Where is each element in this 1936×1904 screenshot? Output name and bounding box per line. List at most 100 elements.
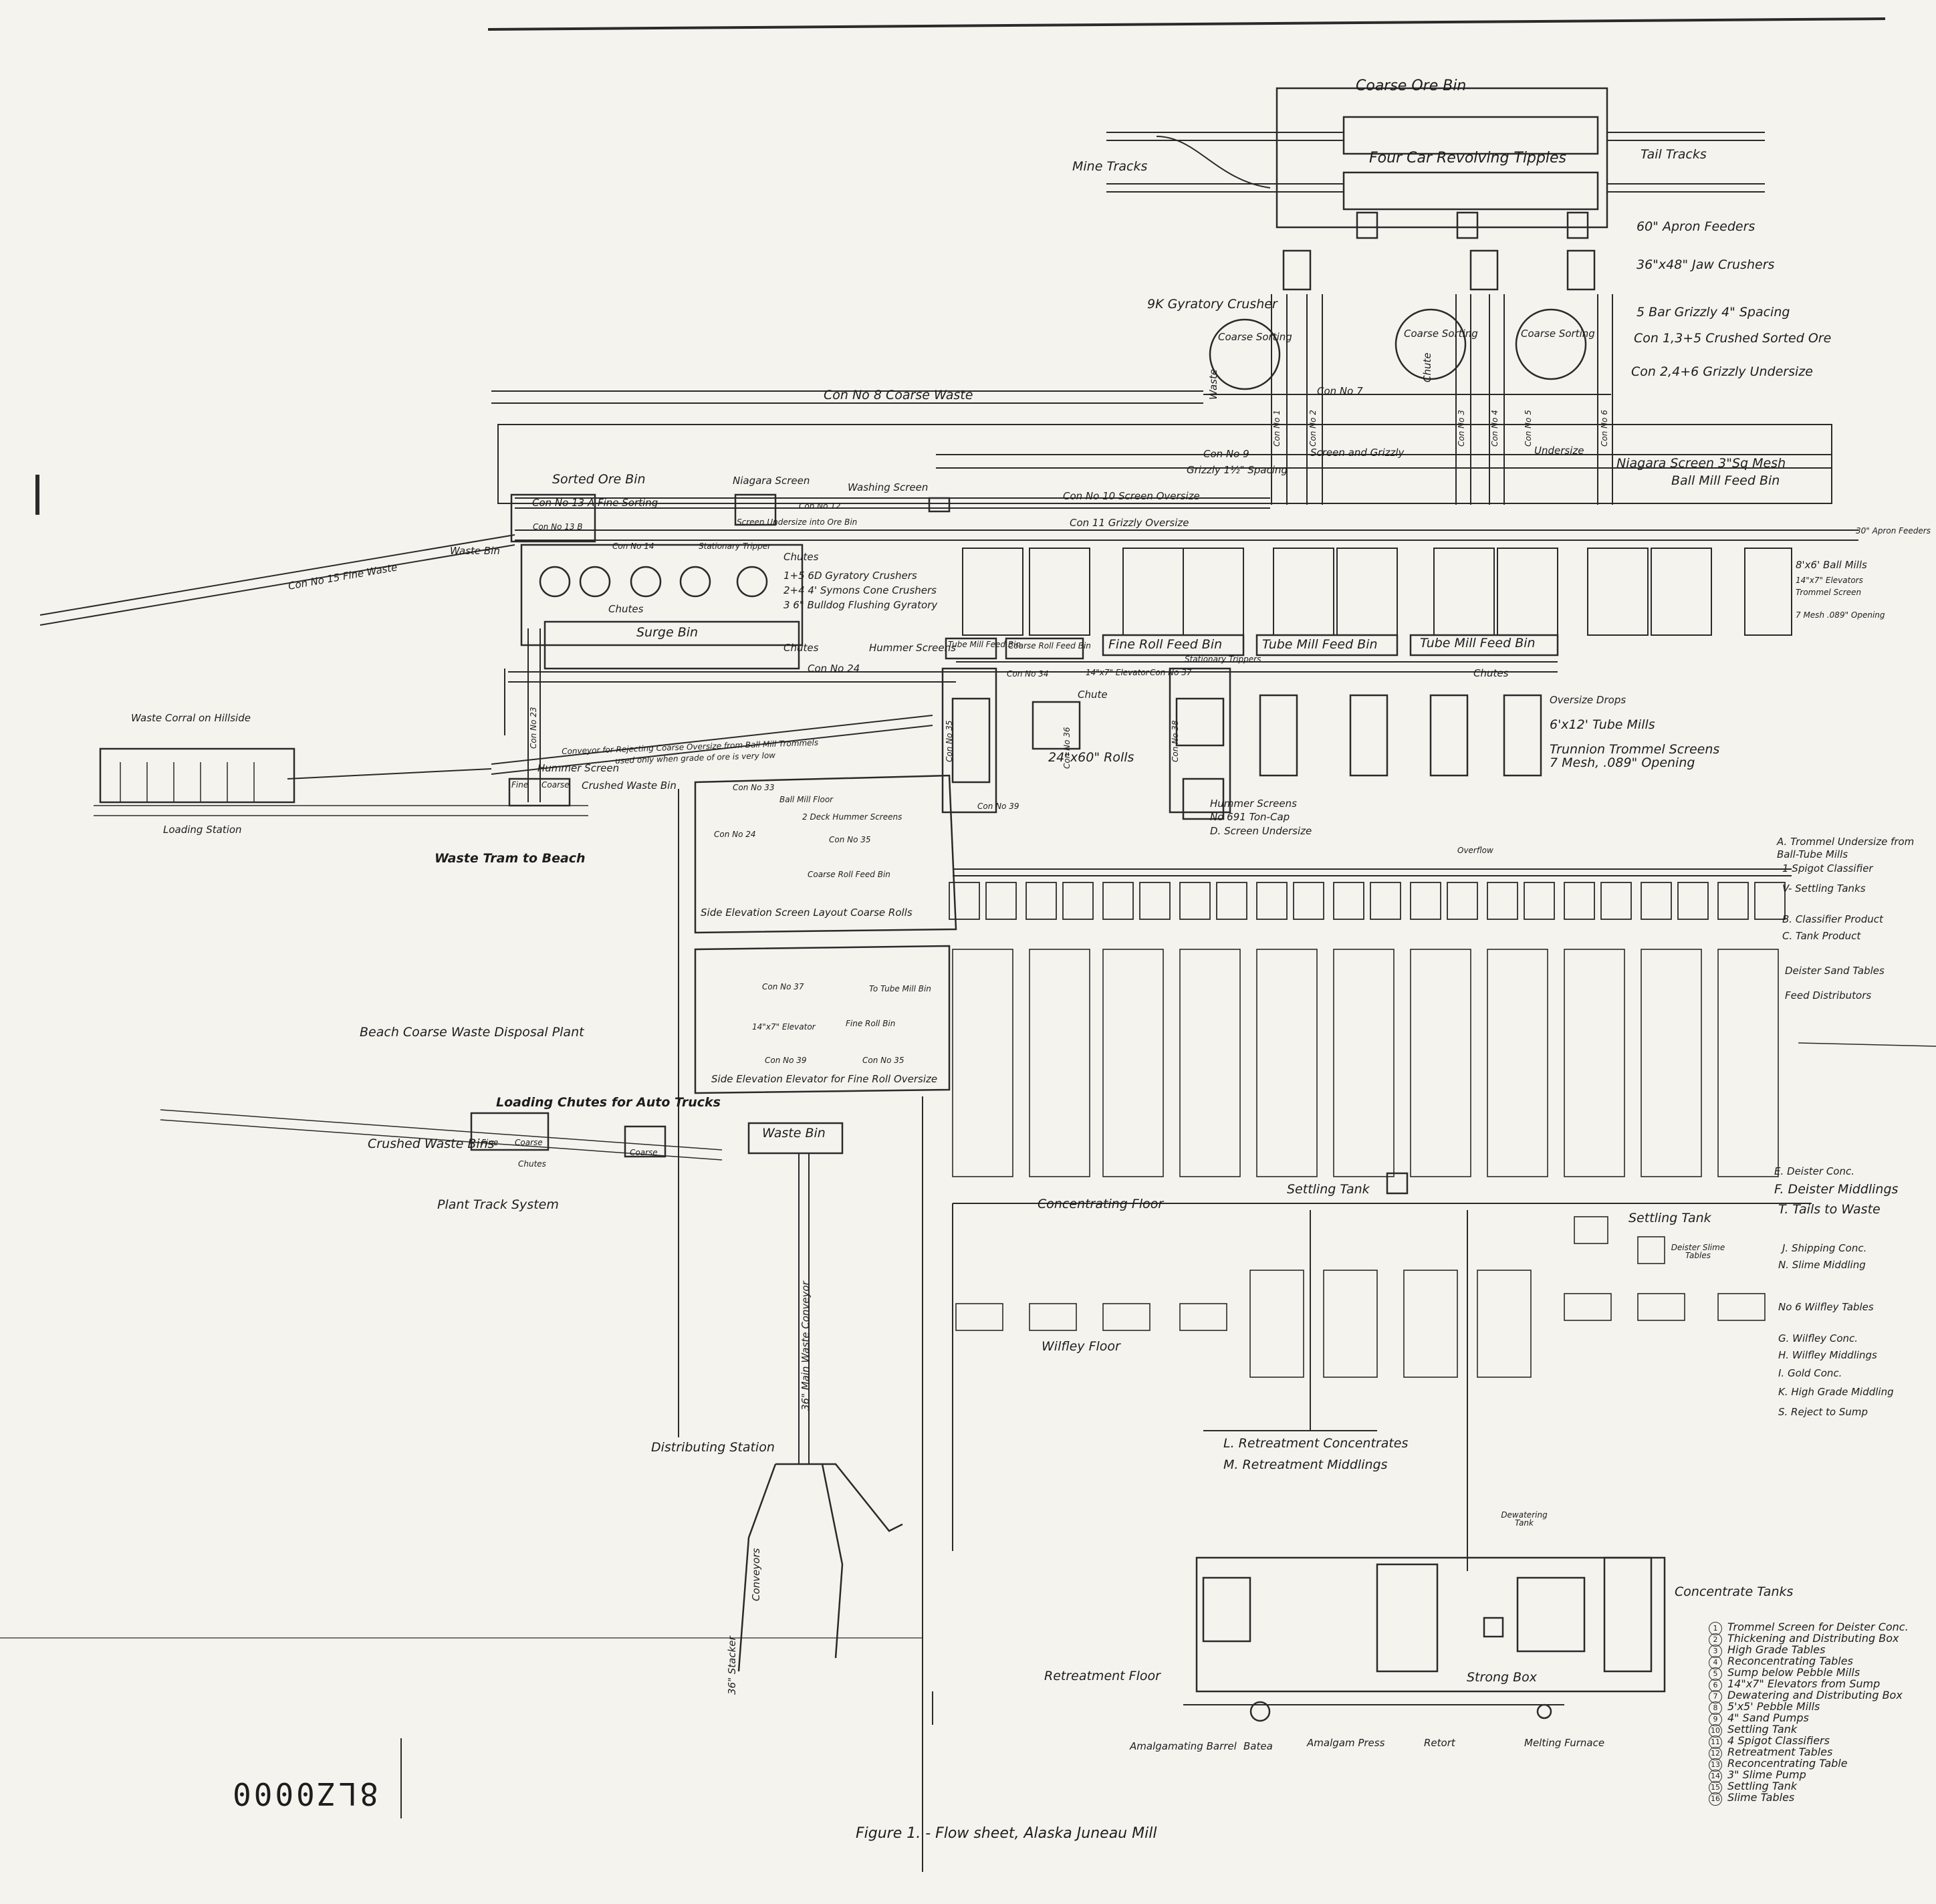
grizzly-spacing-label: Grizzly 1½" Spacing xyxy=(1187,464,1288,476)
a-label: A. Trommel Undersize from Ball-Tube Mill… xyxy=(1777,836,1915,860)
con-no-2: Con No 2 xyxy=(1308,410,1318,447)
trunnion-screens-label: Trunnion Trommel Screens xyxy=(1550,742,1720,757)
n-label: N. Slime Middling xyxy=(1778,1259,1866,1271)
trommel-opening-label: 7 Mesh .089" Opening xyxy=(1796,610,1885,620)
loading-station-label: Loading Station xyxy=(163,824,242,836)
batea-label: Batea xyxy=(1243,1740,1273,1752)
crusher-3-label: 3 6" Bulldog Flushing Gyratory xyxy=(783,599,938,611)
con-no-4: Con No 4 xyxy=(1490,410,1499,447)
surge-bin-label: Surge Bin xyxy=(636,625,699,640)
distributing-station-label: Distributing Station xyxy=(651,1440,775,1455)
con13a-label: Con No 13 A Fine Sorting xyxy=(532,497,658,509)
tube-mill-feed-bin-1: Tube Mill Feed Bin xyxy=(1262,637,1378,652)
undersize-label: Undersize xyxy=(1534,445,1584,457)
waste-bin-label: Waste Bin xyxy=(450,545,500,557)
inset2-label-2: 14"x7" Elevator xyxy=(752,1022,816,1032)
spigot-label: 1 Spigot Classifier xyxy=(1782,862,1873,874)
dewatering-tank-label: Dewatering Tank xyxy=(1501,1510,1548,1528)
concentrate-tanks-label: Concentrate Tanks xyxy=(1675,1584,1794,1599)
inset2-label-0: Con No 37 xyxy=(762,982,804,991)
figure-caption: Figure 1. - Flow sheet, Alaska Juneau Mi… xyxy=(856,1825,1157,1842)
con9-label: Con No 9 xyxy=(1203,448,1249,460)
con8-label: Con No 8 Coarse Waste xyxy=(824,388,973,402)
con11-label: Con 11 Grizzly Oversize xyxy=(1070,517,1189,529)
washing-screen-label: Washing Screen xyxy=(848,481,929,493)
chutes-b: Chutes xyxy=(608,603,644,615)
niagara-screen-label: Niagara Screen xyxy=(733,475,810,487)
con14-label: Con No 14 xyxy=(612,542,654,551)
s-label: S. Reject to Sump xyxy=(1778,1406,1868,1418)
tipples-label: Four Car Revolving Tipples xyxy=(1369,150,1567,166)
inset1-title: Side Elevation Screen Layout Coarse Roll… xyxy=(701,907,913,919)
concentrating-floor-label: Concentrating Floor xyxy=(1038,1197,1164,1211)
tube-mills-label: 6'x12' Tube Mills xyxy=(1550,717,1655,732)
elevators-label: 14"x7" Elevators xyxy=(1796,576,1863,585)
chutes-c: Chutes xyxy=(783,642,819,654)
mine-tracks-label: Mine Tracks xyxy=(1072,159,1148,174)
screen-undersize-label: Screen Undersize into Ore Bin xyxy=(737,517,858,527)
overflow-label: Overflow xyxy=(1457,846,1493,855)
retreatment-floor-label: Retreatment Floor xyxy=(1044,1669,1161,1683)
h-label: H. Wilfley Middlings xyxy=(1778,1349,1877,1361)
crushed-waste-bin-label: Crushed Waste Bin xyxy=(582,780,677,792)
inset2-label-3: Fine Roll Bin xyxy=(846,1019,896,1028)
waste-label: Waste xyxy=(1207,368,1219,400)
jaw-crushers-label: 36"x48" Jaw Crushers xyxy=(1637,257,1775,272)
inset-fine-roll-frame xyxy=(694,945,951,1094)
con12-label: Con No 12 xyxy=(799,501,841,511)
con7-label: Con No 7 xyxy=(1317,385,1363,397)
beach-coarse: Coarse xyxy=(515,1138,543,1147)
rolls-label: 24"x60" Rolls xyxy=(1048,750,1134,765)
inset2-label-5: Con No 35 xyxy=(862,1056,904,1065)
con38-label: Con No 38 xyxy=(1171,720,1180,762)
b-label: B. Classifier Product xyxy=(1782,913,1883,925)
oversize-drops-label: Oversize Drops xyxy=(1550,694,1626,706)
deister-tables xyxy=(952,949,1779,1177)
crusher-2-label: 2+4 4' Symons Cone Crushers xyxy=(783,584,937,596)
coarse-sorting-1: Coarse Sorting xyxy=(1218,331,1292,343)
feed-distributors-label: Feed Distributors xyxy=(1785,989,1872,1001)
con39-label: Con No 39 xyxy=(977,802,1019,811)
con-no-3: Con No 3 xyxy=(1457,410,1466,447)
waste-corral-label: Waste Corral on Hillside xyxy=(131,712,251,724)
inset2-label-4: Con No 39 xyxy=(765,1056,807,1065)
beach-fine: Fine xyxy=(481,1138,499,1147)
coarse-ore-bin xyxy=(1276,87,1608,229)
con36-label: Con No 36 xyxy=(1062,727,1072,769)
l-label: L. Retreatment Concentrates xyxy=(1223,1436,1409,1451)
inset1-label-5: Coarse Roll Feed Bin xyxy=(808,870,890,879)
tail-tracks-label: Tail Tracks xyxy=(1641,147,1707,162)
con35-label: Con No 35 xyxy=(945,720,954,762)
gyratory-label: 9K Gyratory Crusher xyxy=(1147,297,1278,312)
crusher-1-label: 1+5 6D Gyratory Crushers xyxy=(783,570,917,582)
apron-feeders-30-label: 30" Apron Feeders xyxy=(1856,526,1931,536)
trommel-screen-label: Trommel Screen xyxy=(1796,588,1862,597)
coarse-sorting-3: Coarse Sorting xyxy=(1521,328,1595,340)
main-conveyor-label: 36" Main Waste Conveyor xyxy=(800,1281,812,1411)
e-label: E. Deister Conc. xyxy=(1774,1165,1854,1177)
tube-mill-feed-bin-small: Tube Mill Feed Bin xyxy=(948,640,1021,649)
legend-number: 16 xyxy=(1709,1792,1722,1806)
hummer-screens-label: Hummer Screens xyxy=(869,642,956,654)
con-no-5: Con No 5 xyxy=(1524,410,1533,447)
inset1-label-3: Con No 24 xyxy=(714,830,756,839)
d-screen-undersize-label: D. Screen Undersize xyxy=(1210,825,1312,837)
loading-chutes-label: Loading Chutes for Auto Trucks xyxy=(496,1095,721,1110)
con-no-6: Con No 6 xyxy=(1600,410,1609,447)
beach-chutes: Chutes xyxy=(518,1159,546,1169)
coarse-roll-feed-bin-label: Coarse Roll Feed Bin xyxy=(1008,641,1091,650)
chutes-a: Chutes xyxy=(783,551,819,563)
chute-label: Chute xyxy=(1421,352,1433,382)
settling-tank-label: Settling Tank xyxy=(1287,1182,1370,1197)
g-label: G. Wilfley Conc. xyxy=(1778,1332,1858,1344)
conveyors-label: Conveyors xyxy=(750,1548,762,1601)
con23-label: Con No 23 xyxy=(529,707,538,749)
crushed-waste-bins-label: Crushed Waste Bins xyxy=(368,1137,495,1151)
wilfley-floor-label: Wilfley Floor xyxy=(1042,1339,1120,1354)
niagara-3mesh-label: Niagara Screen 3"Sq Mesh xyxy=(1616,456,1786,471)
con-no-1: Con No 1 xyxy=(1272,410,1282,447)
con-246-label: Con 2,4+6 Grizzly Undersize xyxy=(1631,364,1813,379)
